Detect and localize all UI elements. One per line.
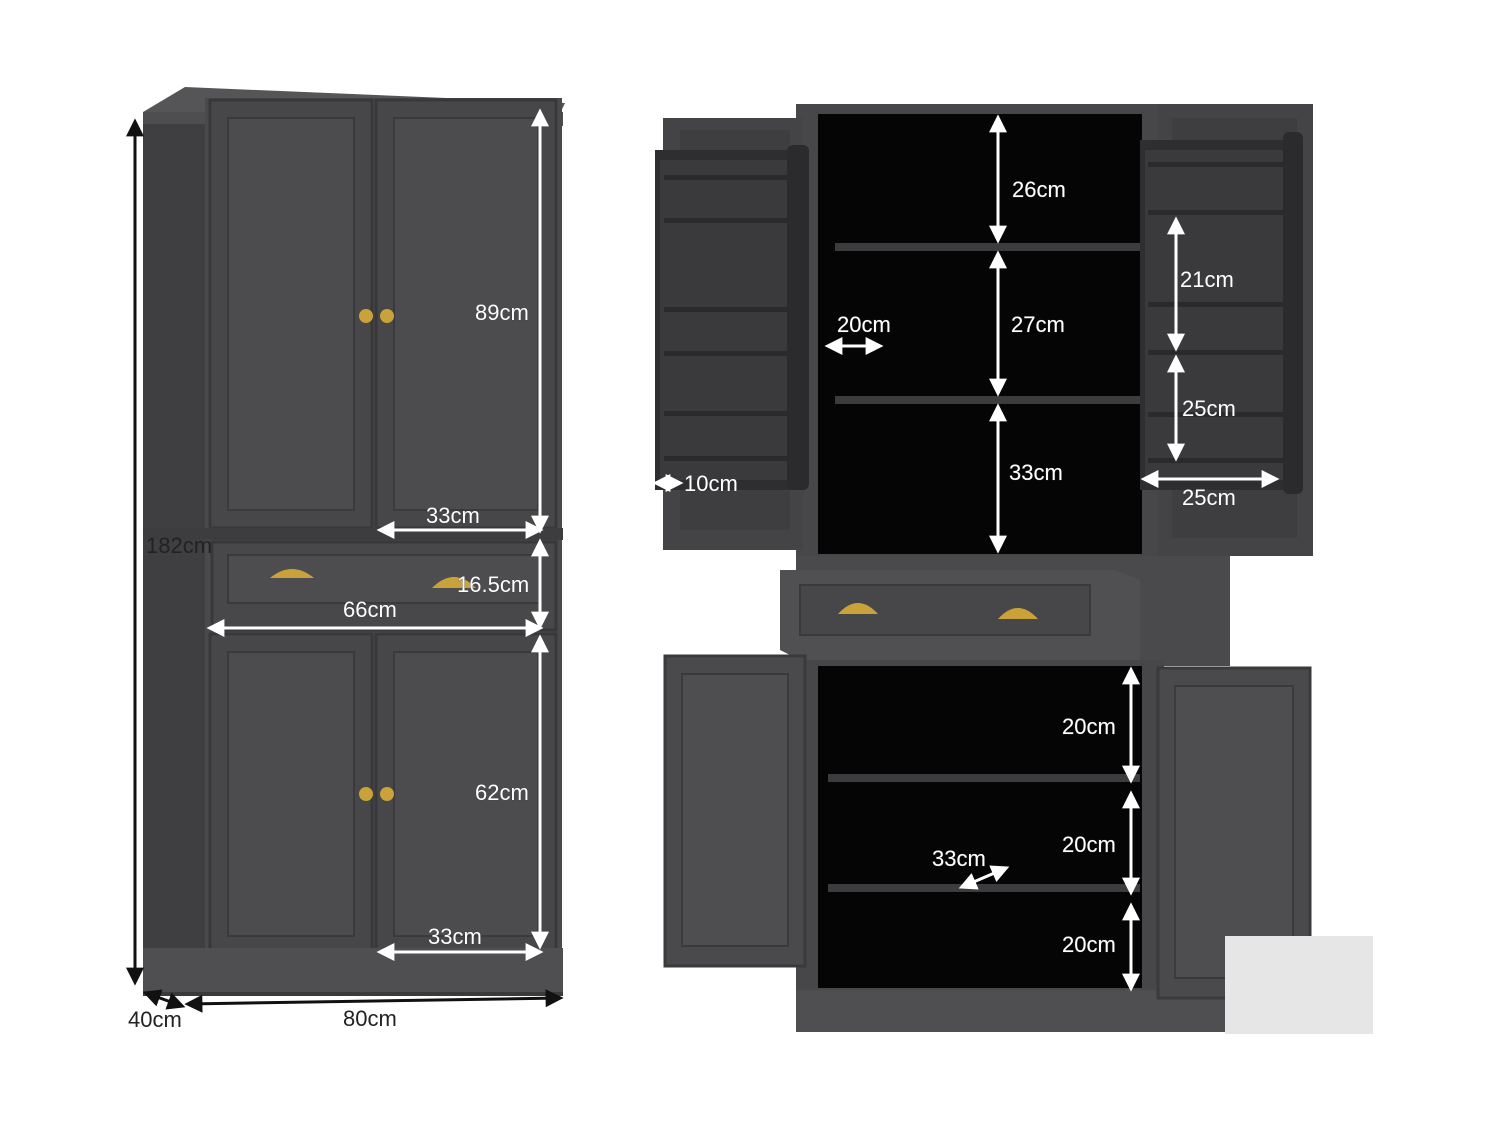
closed-labels: 182cm 80cm 40cm 89cm 33cm 16.5cm 66cm 62… xyxy=(128,300,529,1032)
drawer-width-label: 66cm xyxy=(343,597,397,622)
door-rack-gap-2-label: 25cm xyxy=(1182,396,1236,421)
height-total-label: 182cm xyxy=(146,533,212,558)
door-rack-width-label: 25cm xyxy=(1182,485,1236,510)
cup-handle-icon xyxy=(998,608,1038,619)
width-label: 80cm xyxy=(343,1006,397,1031)
knob-icon xyxy=(359,309,373,323)
closed-dimensions xyxy=(126,108,564,1013)
drawer-height-label: 16.5cm xyxy=(457,572,529,597)
knob-icon xyxy=(380,309,394,323)
open-cabinet xyxy=(655,104,1373,1034)
cup-handle-icon xyxy=(432,577,476,588)
closed-cabinet xyxy=(143,87,565,996)
lower-shelf-3-label: 20cm xyxy=(1062,932,1116,957)
knob-icon xyxy=(359,787,373,801)
lower-shelf-depth-label: 33cm xyxy=(932,846,986,871)
lower-door-width-label: 33cm xyxy=(428,924,482,949)
cup-handle-icon xyxy=(838,603,878,614)
cup-handle-icon xyxy=(270,569,314,578)
upper-shelf-middle-label: 27cm xyxy=(1011,312,1065,337)
upper-shelf-top-label: 26cm xyxy=(1012,177,1066,202)
depth-label: 40cm xyxy=(128,1007,182,1032)
open-dimensions xyxy=(652,114,1280,992)
lower-interior xyxy=(818,666,1142,988)
open-labels: 26cm 27cm 33cm 20cm 10cm 21cm 25cm 25cm … xyxy=(684,177,1236,958)
upper-height-label: 89cm xyxy=(475,300,529,325)
upper-interior xyxy=(818,114,1142,554)
upper-shelf-depth-label: 20cm xyxy=(837,312,891,337)
knob-icon xyxy=(380,787,394,801)
upper-shelf-bottom-label: 33cm xyxy=(1009,460,1063,485)
lower-shelf-2-label: 20cm xyxy=(1062,832,1116,857)
lower-height-label: 62cm xyxy=(475,780,529,805)
lower-shelf-1-label: 20cm xyxy=(1062,714,1116,739)
door-rack-depth-label: 10cm xyxy=(684,471,738,496)
upper-door-width-label: 33cm xyxy=(426,503,480,528)
door-rack-gap-1-label: 21cm xyxy=(1180,267,1234,292)
